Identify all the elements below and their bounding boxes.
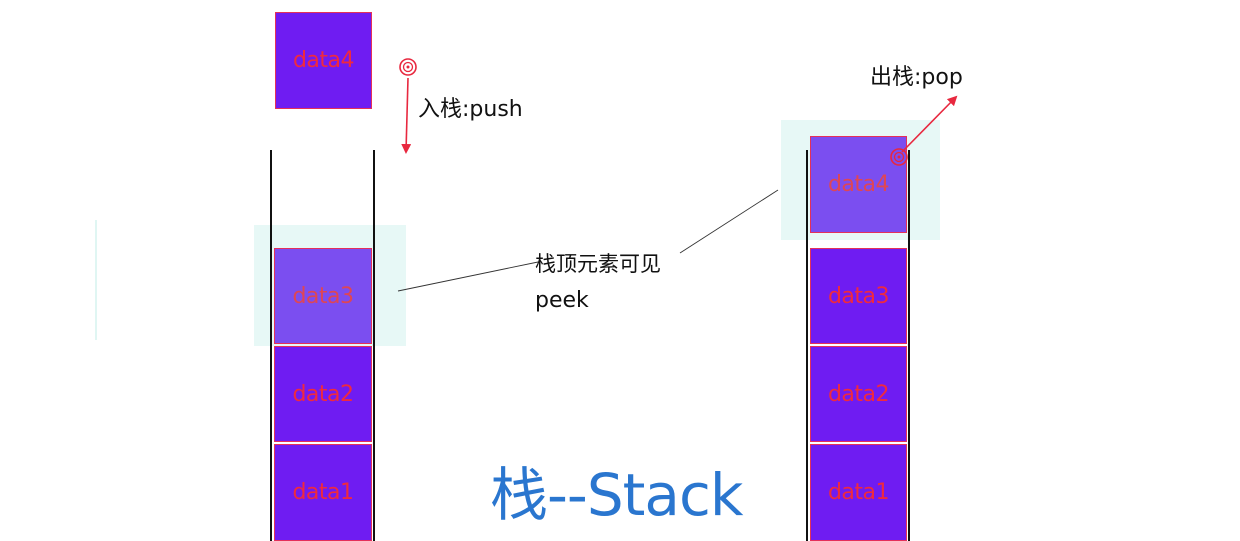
target-circle-icon [890, 148, 908, 166]
left-stack-left-wall [270, 150, 272, 541]
left-stack-item-label: data2 [292, 381, 354, 407]
peek-connector-left [397, 261, 539, 292]
left-incoming-label: data4 [292, 48, 355, 73]
faint-guide-line [95, 220, 97, 340]
left-incoming-box: data4 [275, 12, 372, 109]
left-stack-item-label: data1 [292, 480, 354, 505]
right-stack-item: data1 [810, 444, 907, 541]
left-stack-item: data1 [274, 444, 372, 541]
left-stack-right-wall [373, 150, 375, 541]
right-stack-item-top: data4 [810, 136, 907, 233]
right-stack-item-label: data1 [827, 480, 890, 505]
push-label: 入栈:push [418, 97, 523, 122]
peek-connector-right [679, 189, 779, 254]
peek-caption: 栈顶元素可见 [535, 252, 661, 276]
right-stack-item-label: data4 [827, 172, 890, 197]
pop-arrow [901, 95, 958, 153]
left-stack-item-label: data3 [292, 283, 354, 309]
right-stack-item: data2 [810, 346, 907, 442]
right-stack-item-label: data2 [827, 381, 890, 407]
push-arrow [401, 77, 412, 154]
peek-label: peek [535, 288, 589, 313]
left-stack-item: data2 [274, 346, 372, 442]
right-stack-item: data3 [810, 248, 907, 344]
right-stack-left-wall [806, 150, 808, 541]
left-stack-item-top: data3 [274, 248, 372, 344]
right-stack-item-label: data3 [827, 283, 890, 309]
diagram-title: 栈--Stack [490, 461, 743, 529]
right-stack-right-wall [908, 150, 910, 541]
target-circle-icon [399, 58, 417, 76]
pop-label: 出栈:pop [870, 65, 963, 90]
